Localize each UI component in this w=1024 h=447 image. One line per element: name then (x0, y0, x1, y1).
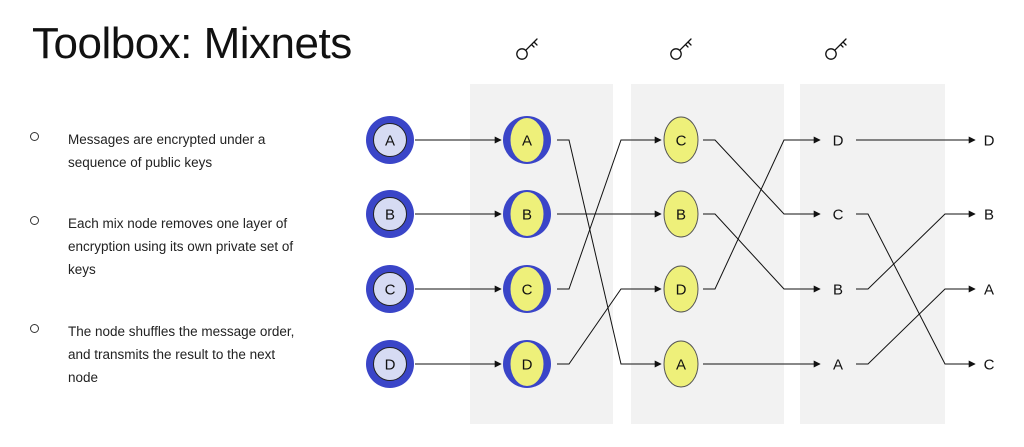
message-label-c: C (984, 357, 995, 374)
message-node-a: A (366, 116, 414, 164)
arrow-edge (557, 136, 662, 290)
node-label: B (676, 207, 686, 224)
message-node-d: D (663, 265, 699, 313)
message-node-d: D (503, 340, 551, 388)
arrow-edge (557, 139, 662, 368)
bullet-circle-icon (30, 216, 39, 225)
node-label: A (522, 133, 532, 150)
bullet-circle-icon (30, 324, 39, 333)
message-node-c: C (366, 265, 414, 313)
bullet-circle-icon (30, 132, 39, 141)
node-label: C (522, 282, 533, 299)
bullet-text: The node shuffles the message order, and… (68, 324, 295, 385)
key-icon (670, 38, 692, 60)
arrow-edge (557, 285, 662, 365)
message-node-b: B (663, 190, 699, 238)
mix-node-panel (800, 84, 945, 424)
arrow-edge (703, 136, 821, 290)
message-label-b: B (984, 207, 994, 224)
message-label-c: C (833, 207, 844, 224)
message-label-a: A (833, 357, 843, 374)
message-label-d: D (833, 133, 844, 150)
key-icon (825, 38, 847, 60)
message-label-d: D (984, 133, 995, 150)
node-label: B (385, 207, 395, 224)
message-node-c: C (503, 265, 551, 313)
node-label: C (385, 282, 396, 299)
message-node-c: C (663, 116, 699, 164)
node-label: D (385, 357, 396, 374)
message-label-b: B (833, 282, 843, 299)
message-node-a: A (503, 116, 551, 164)
arrow-edge (856, 285, 976, 365)
node-label: C (676, 133, 687, 150)
bullet-text: Messages are encrypted under a sequence … (68, 132, 266, 170)
key-icon (516, 38, 538, 60)
arrow-edge (703, 213, 821, 293)
node-label: B (522, 207, 532, 224)
node-label: A (676, 357, 686, 374)
node-label: D (522, 357, 533, 374)
arrow-edge (703, 139, 821, 218)
node-label: D (676, 282, 687, 299)
message-node-a: A (663, 340, 699, 388)
page-title: Toolbox: Mixnets (32, 19, 352, 68)
mix-node-panel (631, 84, 784, 424)
node-label: A (385, 133, 395, 150)
message-node-d: D (366, 340, 414, 388)
message-node-b: B (503, 190, 551, 238)
message-node-b: B (366, 190, 414, 238)
bullet-text: Each mix node removes one layer of encry… (68, 216, 294, 277)
message-label-a: A (984, 282, 994, 299)
arrow-edge (856, 213, 976, 368)
arrow-edge (856, 210, 976, 290)
